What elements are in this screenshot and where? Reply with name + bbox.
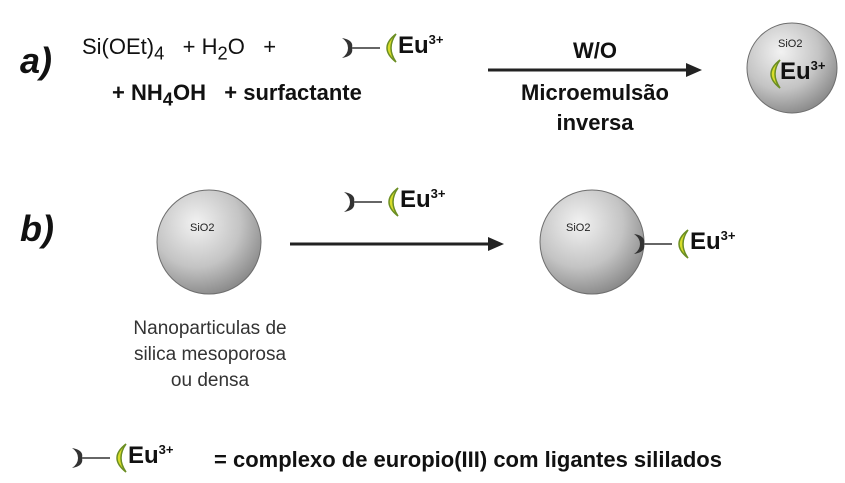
sio2-label-a: SiO2 [778, 38, 803, 50]
silica-sphere-product-b [539, 189, 645, 295]
arrow-a-top-label: W/O [573, 38, 617, 63]
reaction-arrow-b [290, 237, 504, 251]
ligand-hook-icon-b [344, 187, 399, 217]
ligand-crescent-icon [770, 59, 781, 89]
tetraethoxysilane: Si(OEt) [82, 34, 155, 59]
panel-b-label: b) [20, 208, 54, 249]
eu-complex-icon-reagent: Eu3+ [340, 30, 480, 66]
water-prefix: + H [182, 34, 218, 59]
eu-ion-label-grafted: Eu3+ [690, 228, 736, 255]
sio2-label-b-product: SiO2 [566, 222, 591, 234]
sio2-label-b-reactant: SiO2 [190, 222, 215, 234]
ligand-hook-icon-legend [72, 443, 127, 473]
nanoparticle-caption: Nanoparticulas de silica mesoporosa ou d… [100, 316, 320, 394]
subscript-2: 2 [217, 42, 228, 64]
caption-line-1: Nanoparticulas de [133, 318, 287, 339]
legend-text: = complexo de europio(III) com ligantes … [214, 447, 722, 472]
ammonia-prefix: + NH [112, 80, 163, 105]
panel-a-label: a) [20, 40, 53, 81]
silica-sphere-product-a [746, 22, 838, 114]
reagents-line-2: + NH4OH + surfactante [112, 80, 362, 110]
reagents-line-1: Si(OEt)4 + H2O + [82, 34, 276, 64]
eu-ion-label-embedded: Eu3+ [780, 58, 826, 85]
eu-complex-icon-embedded: Eu3+ [758, 58, 838, 90]
eu-ion-label-legend: Eu3+ [128, 442, 174, 469]
plus-sign: + [263, 34, 277, 59]
arrow-a-bottom-label-2: inversa [556, 110, 634, 135]
reaction-arrow-a [488, 63, 702, 77]
eu-ion-label: Eu3+ [398, 32, 444, 59]
ligand-hook-icon-grafted [634, 229, 689, 259]
silica-sphere-reactant-b [156, 189, 262, 295]
water-suffix: O [227, 34, 245, 59]
arrow-a-bottom-label-1: Microemulsão [521, 80, 669, 105]
eu-complex-icon-grafted: Eu3+ [632, 226, 772, 262]
ammonia-suffix: OH [172, 80, 206, 105]
caption-line-3: ou densa [170, 370, 250, 391]
eu-ion-label-b: Eu3+ [400, 186, 446, 213]
caption-line-2: silica mesoporosa [133, 344, 287, 365]
legend-complex-icon: Eu3+ [70, 440, 210, 476]
subscript-4: 4 [154, 42, 165, 64]
eu-complex-icon-arrow: Eu3+ [342, 184, 482, 220]
ligand-hook-icon [342, 33, 397, 63]
surfactant-text: + surfactante [224, 80, 362, 105]
subscript-4b: 4 [162, 88, 173, 110]
